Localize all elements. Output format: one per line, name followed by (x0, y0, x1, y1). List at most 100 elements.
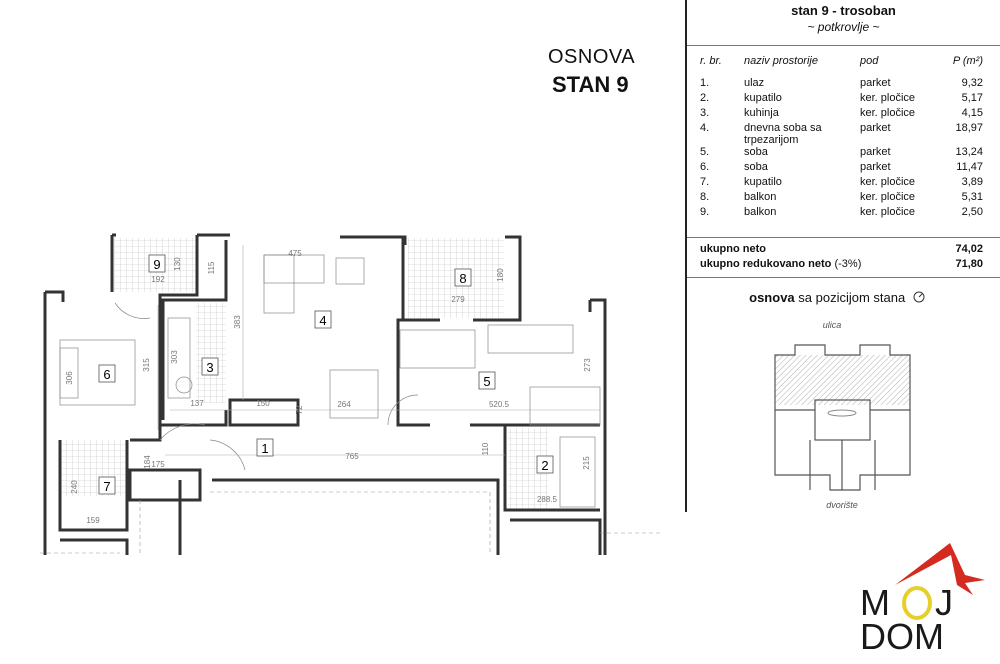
row-number: 1. (700, 77, 710, 89)
room-name: kupatilo (744, 176, 782, 188)
dimension-label: 72 (295, 405, 304, 414)
floor-type: ker. pločice (860, 206, 916, 218)
row-number: 7. (700, 176, 710, 188)
dimension-label: 383 (233, 315, 242, 329)
furniture (59, 254, 601, 508)
room-name: kupatilo (744, 92, 782, 104)
dimension-label: 130 (173, 257, 182, 271)
position-title: osnova sa pozicijom stana (687, 290, 987, 305)
svg-text:DOM: DOM (860, 616, 944, 655)
room-area: 5,17 (961, 92, 983, 104)
room-number: 8 (459, 271, 466, 286)
dimension-label: 175 (151, 460, 165, 469)
room-label-7: 7 (98, 476, 116, 495)
divider (687, 45, 1000, 46)
row-number: 5. (700, 146, 710, 158)
room-label-8: 8 (454, 268, 472, 287)
dimension-label: 192 (151, 275, 165, 284)
col-name: naziv prostorije (744, 55, 818, 67)
roof-outline (40, 491, 660, 555)
room-area: 9,32 (961, 77, 983, 89)
total-net-value: 74,02 (955, 243, 983, 255)
floor-type: ker. pločice (860, 191, 916, 203)
total-reduced-value: 71,80 (955, 258, 983, 270)
compass-icon (913, 291, 925, 303)
room-area: 2,50 (961, 206, 983, 218)
room-label-4: 4 (314, 310, 332, 329)
room-name: balkon (744, 206, 777, 218)
table-row: 4. dnevna soba sa trpezarijom parket 18,97 (700, 122, 983, 146)
apartment-highlight (775, 355, 910, 405)
room-area: 5,31 (961, 191, 983, 203)
building-location-plan (774, 344, 911, 491)
panel-subtitle: ~ potkrovlje ~ (807, 20, 880, 34)
row-number: 2. (700, 92, 710, 104)
room-number: 5 (483, 374, 490, 389)
courtyard-label: dvorište (826, 500, 858, 510)
total-reduced-note: (-3%) (834, 258, 862, 270)
row-number: 4. (700, 122, 710, 134)
apartment-title: STAN 9 (552, 72, 629, 97)
room-area: 18,97 (955, 122, 983, 134)
panel-divider (685, 0, 687, 512)
street-label: ulica (822, 320, 842, 330)
position-title-rest: sa pozicijom stana (798, 290, 906, 305)
position-title-bold: osnova (749, 290, 795, 305)
floor-type: parket (860, 122, 891, 134)
room-label-1: 1 (256, 438, 274, 457)
table-row: 7. kupatilo ker. pločice 3,89 (700, 176, 983, 191)
dimension-label: 137 (190, 399, 204, 408)
room-name: dnevna soba sa trpezarijom (744, 122, 822, 146)
row-number: 3. (700, 107, 710, 119)
room-name: soba (744, 161, 768, 173)
row-number: 6. (700, 161, 710, 173)
room-number: 7 (103, 479, 110, 494)
room-name: balkon (744, 191, 777, 203)
dimension-label: 184 (143, 455, 152, 469)
room-name: ulaz (744, 77, 765, 89)
room-area: 13,24 (955, 146, 983, 158)
plan-title: OSNOVA (548, 46, 636, 68)
dimension-lines (157, 245, 600, 456)
dimension-label: 306 (65, 371, 74, 385)
dimension-label: 150 (256, 399, 270, 408)
dimension-label: 315 (142, 358, 151, 372)
dimension-label: 240 (70, 480, 79, 494)
dimension-label: 110 (481, 442, 490, 455)
svg-text:M: M (860, 582, 890, 623)
floor-type: ker. pločice (860, 107, 916, 119)
panel-title: stan 9 - trosoban (791, 3, 896, 18)
room-label-6: 6 (98, 364, 116, 383)
room-name: soba (744, 146, 768, 158)
room-label-9: 9 (148, 254, 166, 273)
room-label-2: 2 (536, 455, 554, 474)
walls (43, 233, 607, 555)
dimension-label: 288.5 (537, 495, 558, 504)
table-header: r. br. naziv prostorije pod P (m²) (700, 55, 983, 77)
col-area: P (m²) (952, 55, 983, 67)
col-rbr: r. br. (700, 55, 722, 67)
room-number: 6 (103, 367, 110, 382)
dimension-label: 159 (86, 516, 100, 525)
floor-type: ker. pločice (860, 92, 916, 104)
dimension-label: 273 (583, 358, 592, 372)
room-number: 9 (153, 257, 160, 272)
room-name: kuhinja (744, 107, 779, 119)
room-number: 4 (319, 313, 326, 328)
floor-type: ker. pločice (860, 176, 916, 188)
moj-dom-logo: M J DOM (860, 543, 985, 655)
col-floor: pod (860, 55, 879, 67)
dimension-label: 303 (170, 350, 179, 364)
room-number: 2 (541, 458, 548, 473)
row-number: 8. (700, 191, 710, 203)
room-area: 3,89 (961, 176, 983, 188)
total-net-label: ukupno neto (700, 243, 766, 255)
table-row: 2. kupatilo ker. pločice 5,17 (700, 92, 983, 107)
room-number: 3 (206, 360, 213, 375)
dimension-label: 475 (288, 249, 302, 258)
total-reduced-label: ukupno redukovano neto (700, 258, 832, 270)
